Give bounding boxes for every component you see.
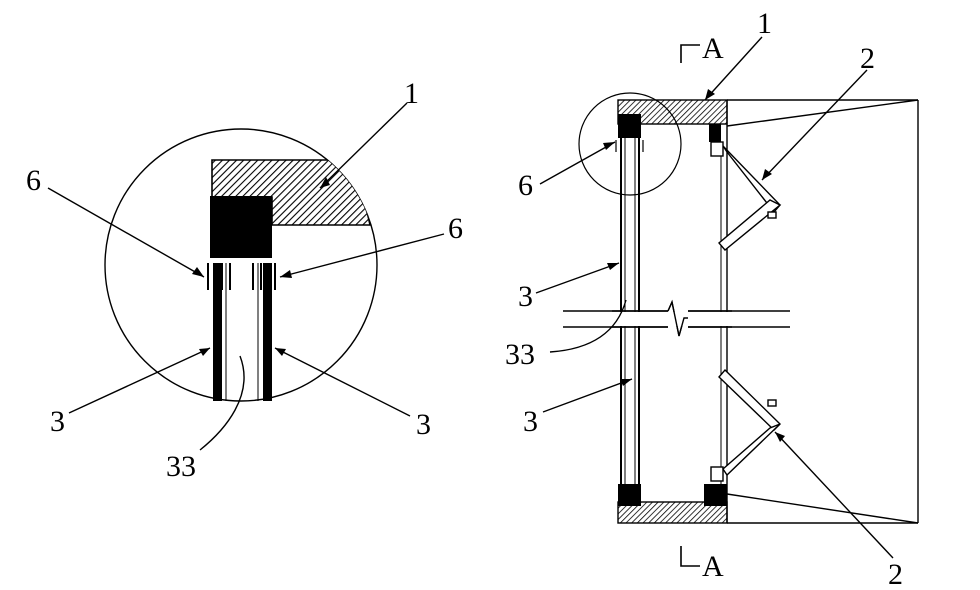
section-leaders [535,36,894,559]
section-view: A A [505,7,919,590]
bracket-top [710,141,782,251]
detail-label-33: 33 [166,450,196,483]
corner-block-bottom-left [618,484,641,506]
section-label-1: 1 [757,7,772,40]
detail-arrowheads [192,177,330,356]
detail-plate-right [263,263,272,401]
detail-label-3-right: 3 [416,408,431,441]
bracket-bottom [710,368,781,482]
frame-outline [726,99,919,524]
detail-boundary-circle [104,128,378,402]
detail-label-6-left: 6 [26,164,41,197]
corner-block-top-right [709,124,721,142]
detail-seal-block [210,196,272,258]
section-label-3-lower: 3 [523,405,538,438]
section-label-33: 33 [505,338,535,371]
detail-reference-circle [578,92,682,196]
section-label-3-upper: 3 [518,280,533,313]
section-mark-bottom [680,546,700,567]
detail-leaders [47,102,445,451]
detail-label-1: 1 [404,77,419,110]
section-mark-top [680,44,700,63]
section-label-6: 6 [518,169,533,202]
detail-label-3-left: 3 [50,405,65,438]
corner-block-bottom-right [704,484,727,506]
section-label-a-top: A [702,32,724,65]
detail-view: 1 6 6 3 3 33 [26,77,463,483]
detail-plate-left [213,263,222,401]
section-label-2-top: 2 [860,42,875,75]
section-arrowheads [603,89,785,442]
section-label-2-bottom: 2 [888,558,903,590]
detail-label-6-right: 6 [448,212,463,245]
section-label-a-bottom: A [702,550,724,583]
corner-block-top-left [618,114,641,138]
